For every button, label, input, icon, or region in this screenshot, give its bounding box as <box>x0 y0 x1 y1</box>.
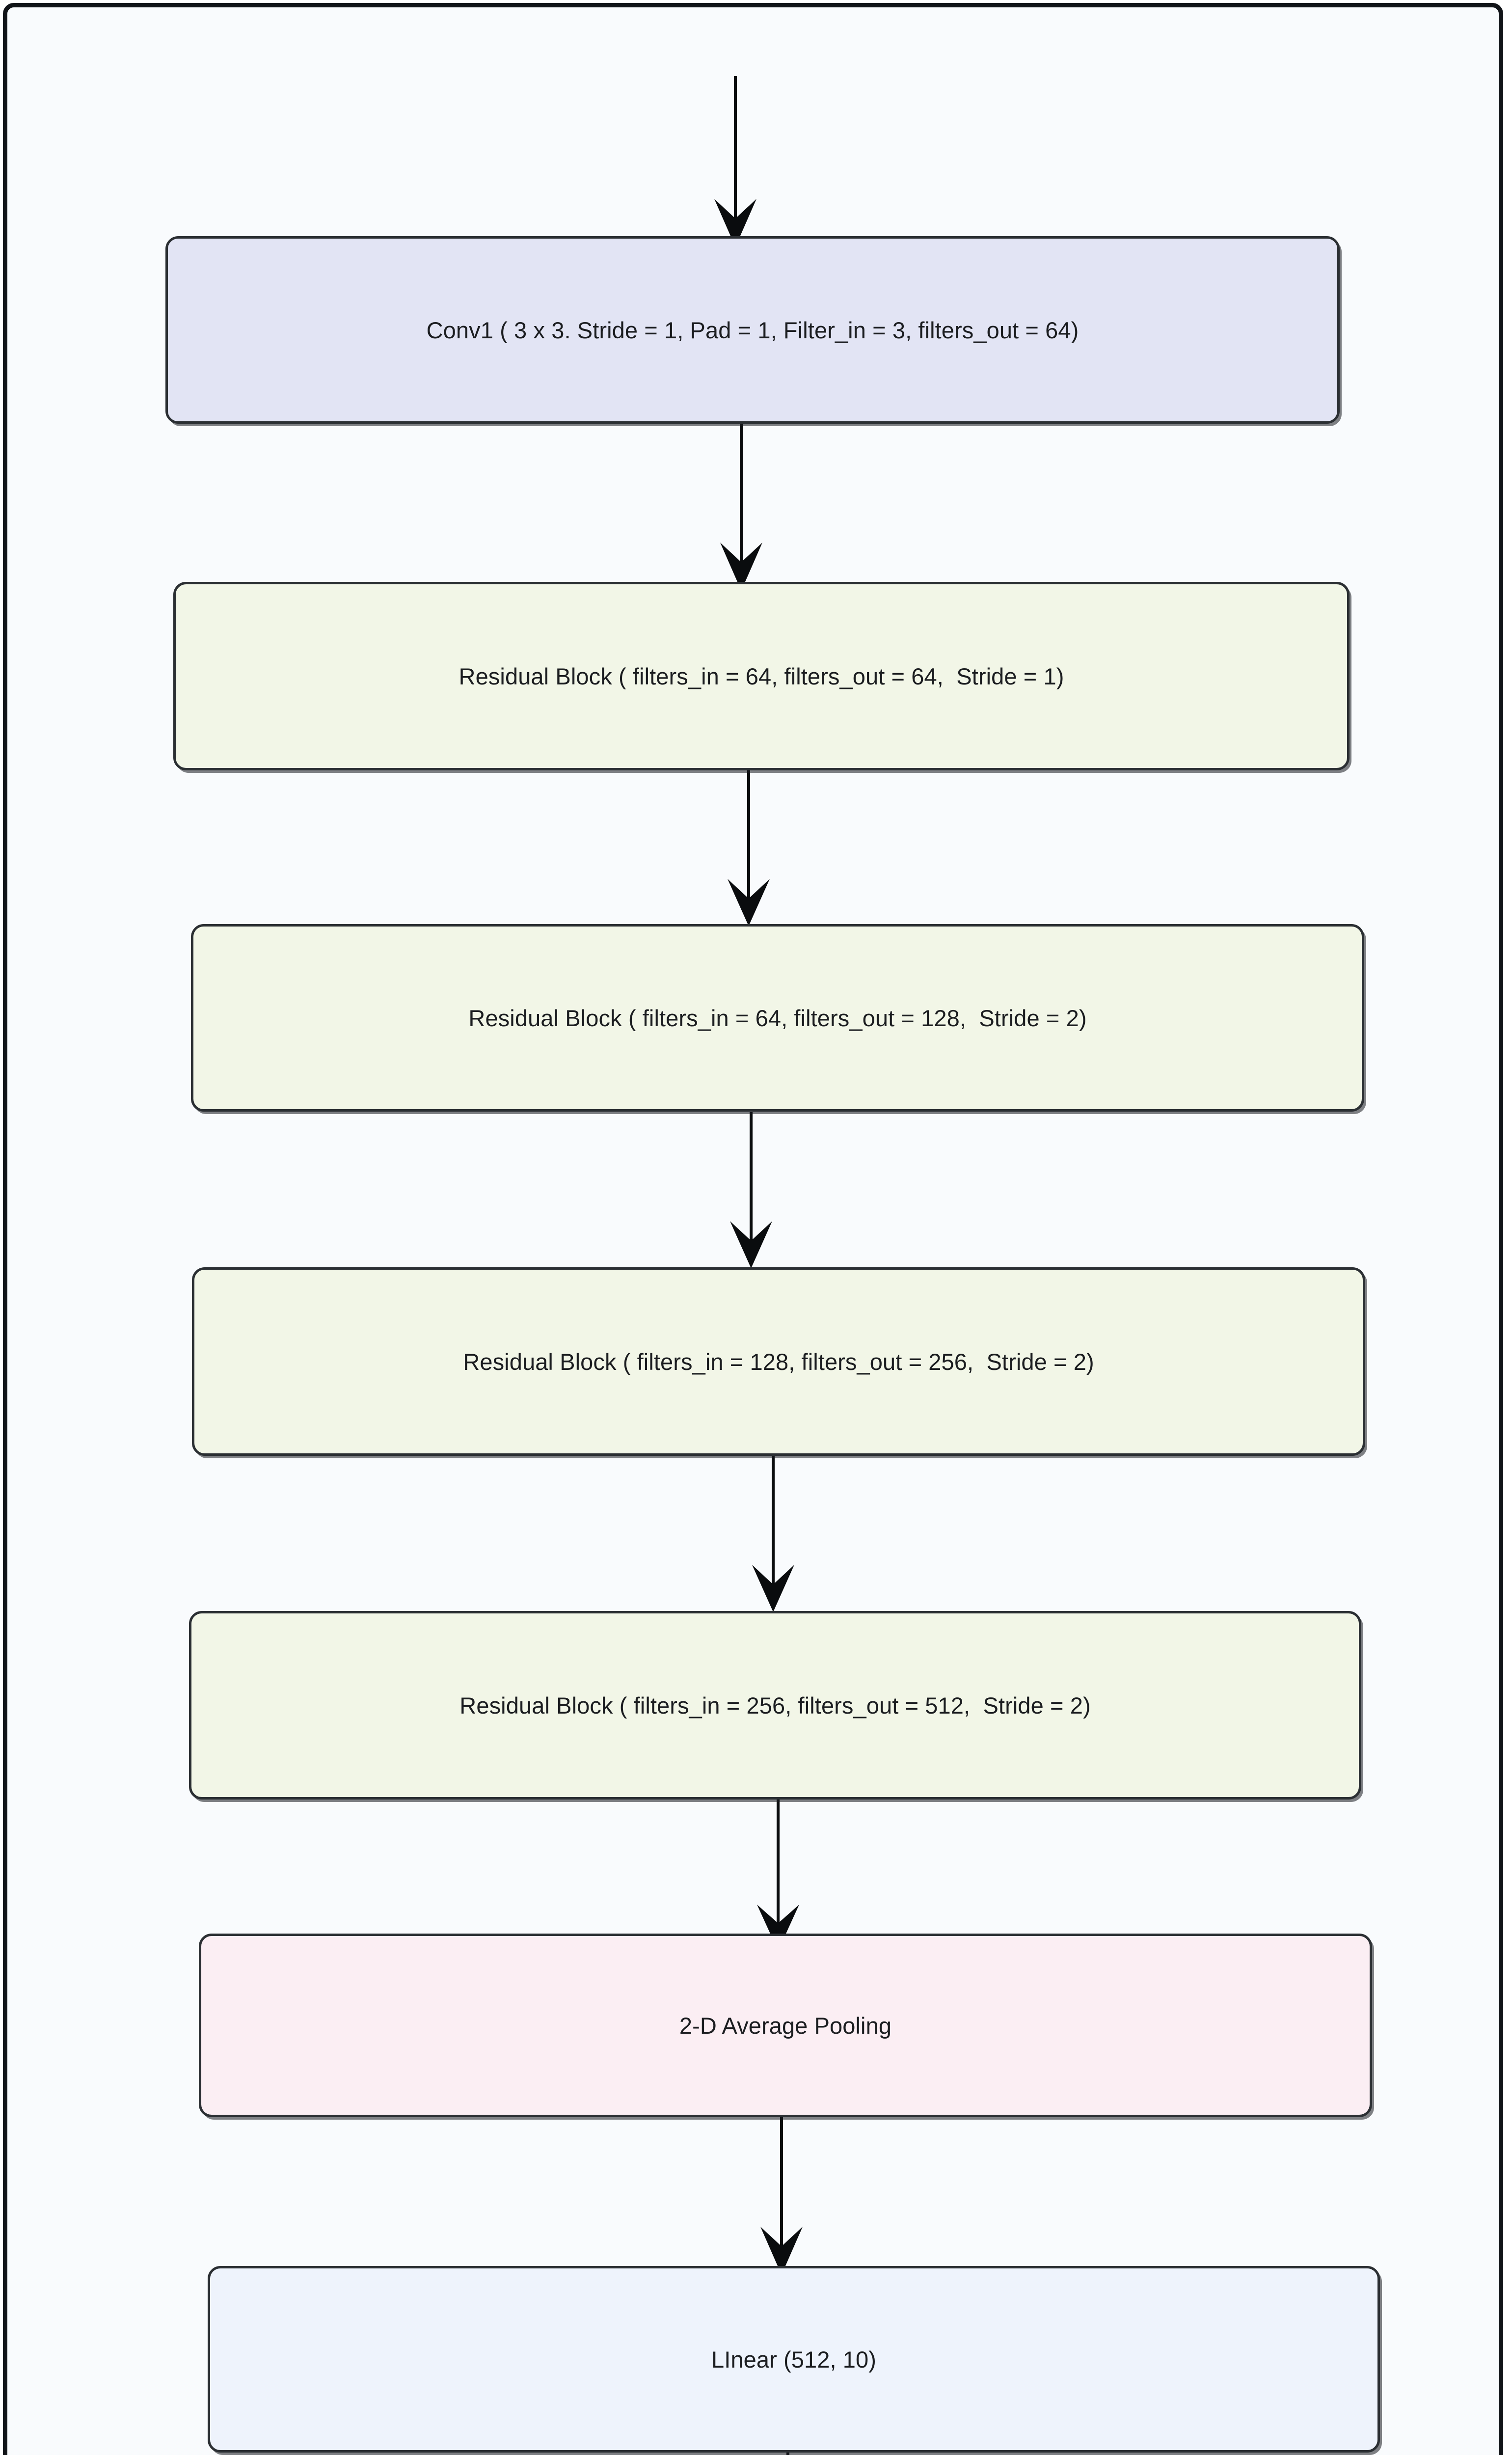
node-residual-block-4-label: Residual Block ( filters_in = 256, filte… <box>459 1692 1091 1718</box>
edge-res4-to-avgpool <box>746 1800 810 1952</box>
node-residual-block-1-label: Residual Block ( filters_in = 64, filter… <box>459 663 1064 689</box>
edge-res1-to-res2 <box>717 770 781 927</box>
node-linear-label: LInear (512, 10) <box>711 2346 877 2373</box>
edge-res3-to-res4 <box>741 1456 805 1613</box>
edge-conv1-to-res1 <box>709 422 773 592</box>
edge-avgpool-to-linear <box>750 2109 813 2276</box>
diagram-canvas: Conv1 ( 3 x 3. Stride = 1, Pad = 1, Filt… <box>3 3 1503 2455</box>
node-conv1[interactable]: Conv1 ( 3 x 3. Stride = 1, Pad = 1, Filt… <box>165 236 1340 424</box>
node-residual-block-2[interactable]: Residual Block ( filters_in = 64, filter… <box>191 924 1364 1112</box>
node-residual-block-4[interactable]: Residual Block ( filters_in = 256, filte… <box>189 1611 1361 1800</box>
node-conv1-label: Conv1 ( 3 x 3. Stride = 1, Pad = 1, Filt… <box>426 317 1079 343</box>
edge-input-to-conv1 <box>703 76 767 248</box>
node-residual-block-3-label: Residual Block ( filters_in = 128, filte… <box>463 1348 1094 1375</box>
node-linear[interactable]: LInear (512, 10) <box>208 2266 1380 2453</box>
edge-res2-to-res3 <box>719 1112 783 1269</box>
node-avgpool[interactable]: 2-D Average Pooling <box>199 1934 1372 2117</box>
node-residual-block-2-label: Residual Block ( filters_in = 64, filter… <box>468 1005 1087 1031</box>
node-residual-block-3[interactable]: Residual Block ( filters_in = 128, filte… <box>192 1267 1365 1456</box>
node-avgpool-label: 2-D Average Pooling <box>679 2012 892 2039</box>
node-residual-block-1[interactable]: Residual Block ( filters_in = 64, filter… <box>173 582 1350 770</box>
